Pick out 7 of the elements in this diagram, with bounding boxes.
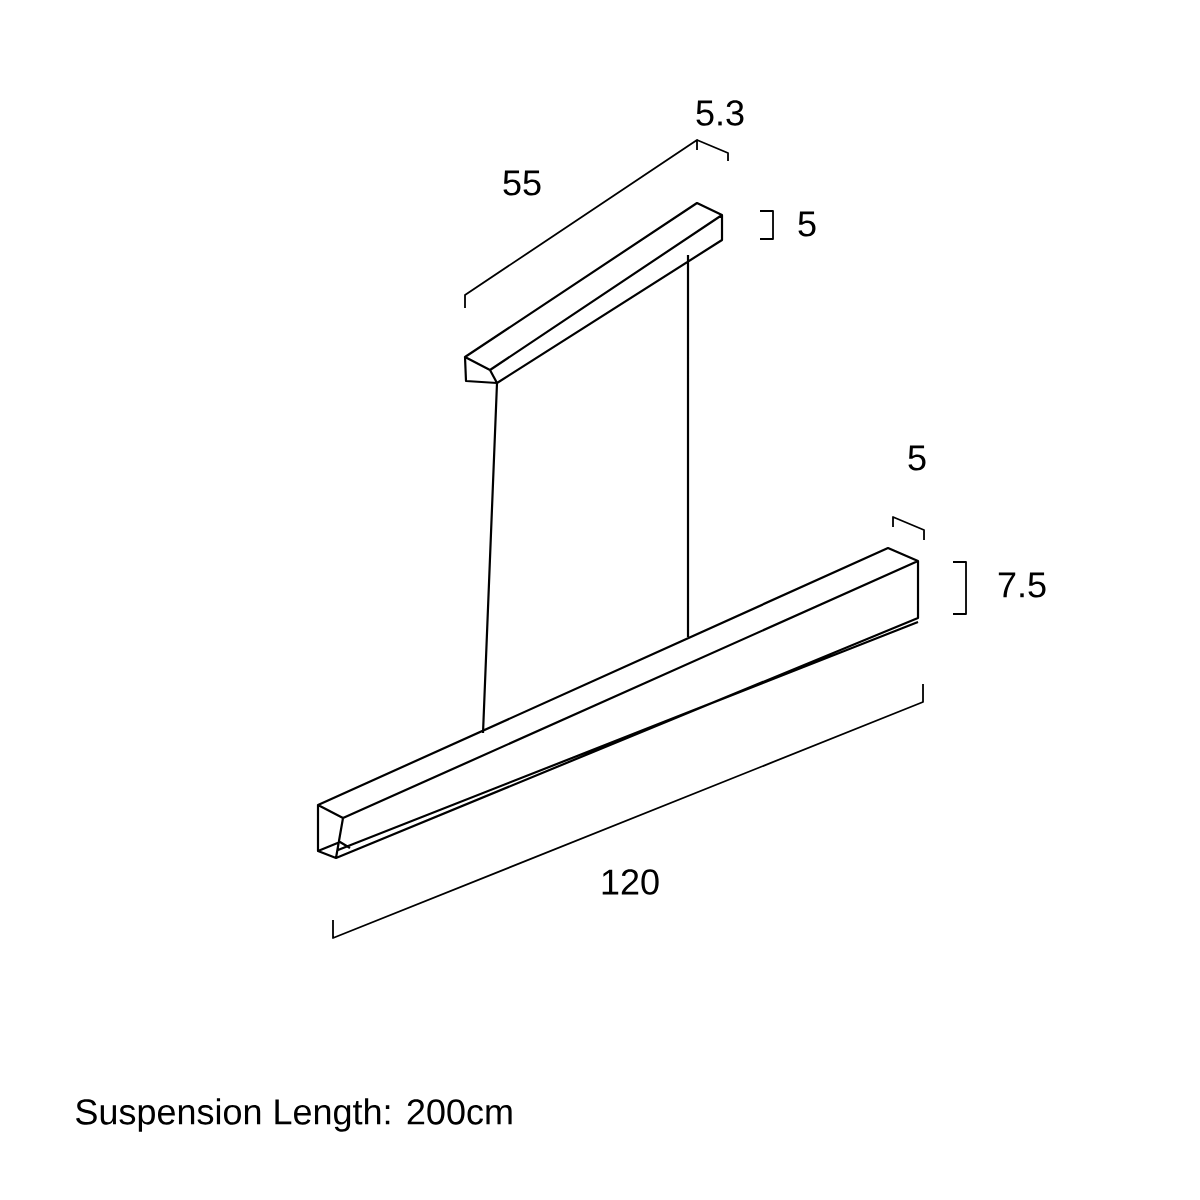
dimension-label: 55: [503, 170, 541, 196]
dimension-label: 5: [908, 445, 926, 471]
dimension-label: 5: [798, 211, 816, 237]
note-text: Suspension Length: 200cm: [76, 1098, 512, 1132]
dimension-label: 120: [602, 869, 659, 895]
dimension-label: 7.5: [998, 572, 1046, 598]
dimension-label: 5.3: [696, 100, 744, 126]
